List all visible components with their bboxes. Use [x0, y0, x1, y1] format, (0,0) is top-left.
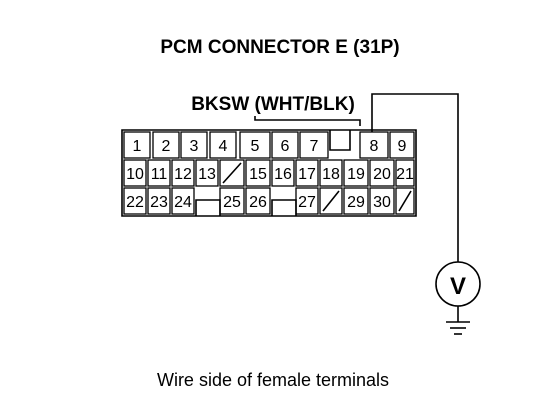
terminal-cell [152, 131, 180, 159]
terminal-number: 26 [249, 194, 267, 211]
terminal-number: 18 [322, 166, 340, 183]
terminal-number: 12 [174, 166, 192, 183]
connector-bottom-key [271, 199, 297, 216]
terminal-number: 19 [347, 166, 365, 183]
terminal-cell [123, 159, 147, 187]
connector-key-notch [329, 130, 351, 151]
terminal-number: 24 [174, 194, 192, 211]
terminal-number: 25 [223, 194, 241, 211]
terminal-cell [147, 187, 171, 215]
terminal-cell [171, 187, 195, 215]
terminal-cell [359, 131, 389, 159]
terminal-cell [245, 187, 271, 215]
unused-terminal-mark [398, 190, 412, 212]
caption: Wire side of female terminals [157, 370, 389, 390]
terminal-number: 13 [198, 166, 216, 183]
terminal-number: 2 [162, 138, 171, 155]
terminal-cell [343, 187, 369, 215]
terminal-cell [147, 159, 171, 187]
terminal-cell [343, 159, 369, 187]
terminal-cell [271, 159, 295, 187]
terminal-cell [299, 131, 329, 159]
terminal-cell [239, 131, 271, 159]
terminal-number: 23 [150, 194, 168, 211]
unused-terminal-mark [322, 190, 340, 212]
terminal-cell [319, 159, 343, 187]
terminal-cell [123, 131, 151, 159]
terminal-number: 5 [251, 138, 260, 155]
terminal-number: 1 [133, 138, 142, 155]
terminal-cell [245, 159, 271, 187]
connector-bottom-key [195, 199, 221, 216]
wire-label-bracket [254, 116, 361, 126]
terminal-number: 4 [219, 138, 228, 155]
unused-terminal-mark [222, 162, 242, 184]
terminal-cell [219, 187, 245, 215]
diagram-title: PCM CONNECTOR E (31P) [160, 37, 399, 58]
terminal-cell [209, 131, 237, 159]
terminal-number: 10 [126, 166, 144, 183]
terminal-cell [123, 187, 147, 215]
terminal-cell [180, 131, 208, 159]
ground-icon [446, 321, 470, 335]
terminal-number: 27 [298, 194, 316, 211]
terminal-cell [171, 159, 195, 187]
terminal-number: 6 [281, 138, 290, 155]
terminal-cell [195, 159, 219, 187]
terminal-number: 17 [298, 166, 316, 183]
terminal-cell [395, 159, 415, 187]
terminal-cell [369, 159, 395, 187]
wire-label: BKSW (WHT/BLK) [191, 94, 355, 115]
terminal-cell [271, 131, 299, 159]
terminal-number: 22 [126, 194, 144, 211]
probe-lead [371, 93, 459, 262]
connector-housing [121, 129, 417, 217]
terminal-cell [295, 159, 319, 187]
terminal-number: 9 [398, 138, 407, 155]
terminal-number: 29 [347, 194, 365, 211]
terminal-number: 3 [190, 138, 199, 155]
terminal-number: 8 [370, 138, 379, 155]
voltmeter-symbol: V [450, 273, 466, 300]
terminal-number: 30 [373, 194, 391, 211]
terminal-number: 20 [373, 166, 391, 183]
terminal-cell [389, 131, 415, 159]
terminal-number: 7 [310, 138, 319, 155]
terminal-number: 16 [274, 166, 292, 183]
terminal-number: 15 [249, 166, 267, 183]
terminal-number: 21 [396, 166, 414, 183]
terminal-cell [369, 187, 395, 215]
terminal-number: 11 [151, 166, 168, 183]
